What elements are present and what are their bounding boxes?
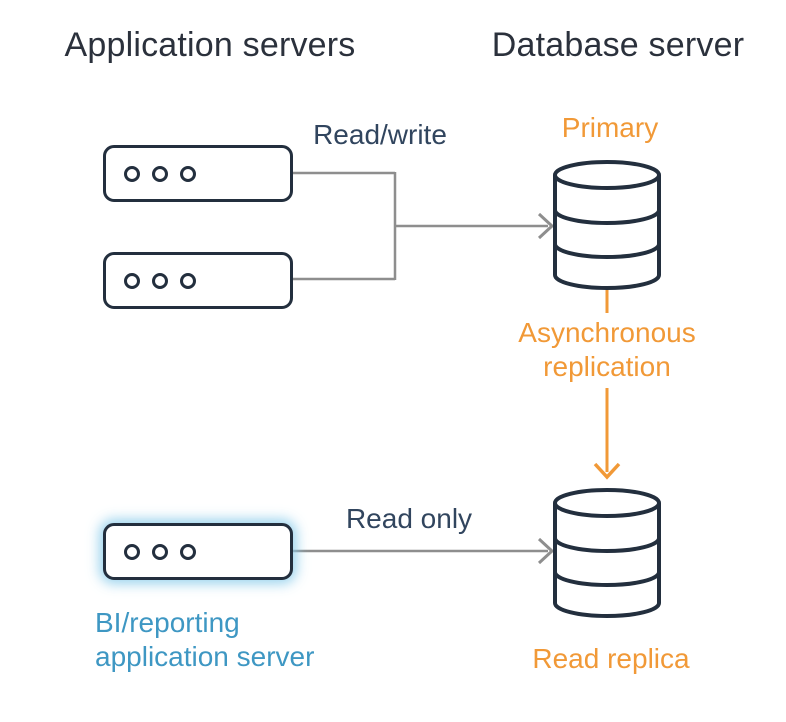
app-server-2 — [103, 252, 293, 309]
label-bi-line1: BI/reporting — [95, 607, 240, 638]
label-read-replica: Read replica — [532, 643, 690, 674]
label-async-replication: Asynchronous replication — [467, 316, 747, 384]
server-dot-icon — [124, 272, 140, 289]
edge-read-write-lines — [275, 171, 548, 281]
server-dot-icon — [180, 272, 196, 289]
label-primary: Primary — [561, 112, 659, 143]
app-server-1 — [103, 145, 293, 202]
header-application-servers: Application servers — [64, 26, 356, 64]
arrowhead-right-icon — [537, 537, 555, 565]
server-dot-icon — [152, 165, 168, 182]
server-dot-icon — [180, 165, 196, 182]
label-read-only: Read only — [345, 503, 473, 534]
server-dot-icon — [124, 165, 140, 182]
label-bi-line2: application server — [95, 641, 315, 672]
arrowhead-right-icon — [537, 212, 555, 240]
database-icon — [553, 160, 661, 290]
label-read-write: Read/write — [313, 119, 447, 150]
server-dot-icon — [180, 543, 196, 560]
label-async-line1: Asynchronous — [518, 317, 696, 348]
label-async-line2: replication — [543, 351, 671, 382]
server-dot-icon — [152, 543, 168, 560]
arrowhead-down-icon — [593, 462, 621, 480]
server-dot-icon — [152, 272, 168, 289]
label-bi-reporting-server: BI/reporting application server — [95, 606, 395, 674]
header-database-server: Database server — [491, 26, 745, 64]
server-dot-icon — [124, 543, 140, 560]
database-icon — [553, 488, 661, 618]
bi-reporting-server — [103, 523, 293, 580]
